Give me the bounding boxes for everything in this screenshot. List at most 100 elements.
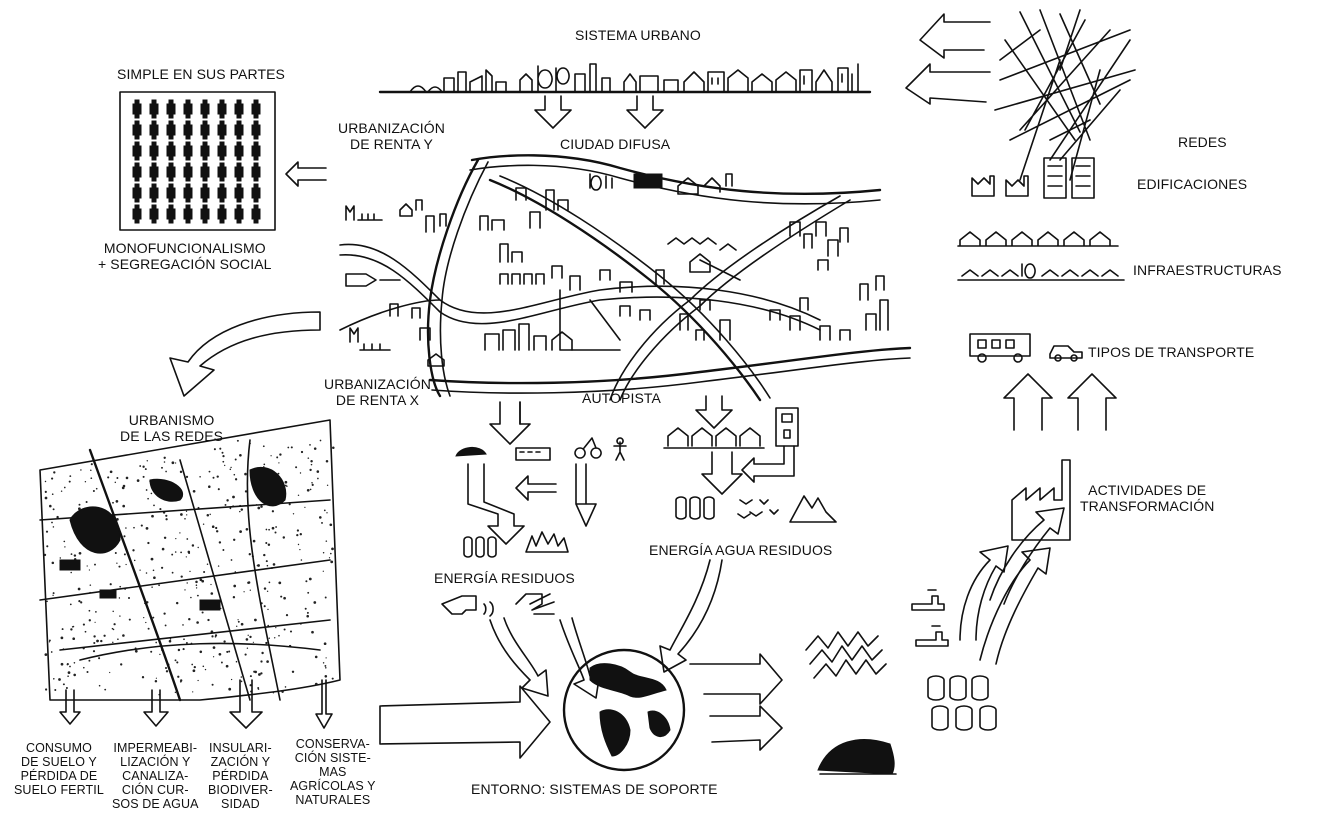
globe-icon [562,648,686,772]
map-dot [199,650,203,654]
map-dot [142,465,145,468]
map-dot [72,637,76,641]
map-dot [262,445,265,448]
map-dot [77,587,81,591]
map-dot [211,525,215,528]
map-dot [145,489,148,491]
map-dot [195,580,198,584]
map-dot [240,680,243,683]
map-dot [142,475,145,478]
map-dot [266,660,269,663]
map-dot [82,623,85,626]
map-dot [300,559,303,561]
label-sistema-urbano: SISTEMA URBANO [575,27,701,43]
grid-figure [251,162,261,182]
grid-figure [200,162,210,182]
map-dot [234,478,238,481]
map-dot [151,586,153,588]
label-infraestructuras: INFRAESTRUCTURAS [1133,262,1282,278]
map-dot [239,530,242,533]
map-dot [284,686,287,688]
map-dot [89,584,92,586]
map-dot [222,455,225,458]
map-dot [254,618,257,622]
map-dot [152,569,155,572]
map-dot [119,585,122,588]
grid-figure [234,120,244,140]
map-dot [217,565,220,567]
map-dot [163,536,167,540]
map-dot [146,460,149,462]
map-dot [203,570,206,574]
map-dot [52,594,54,597]
left-arrow-grid [285,161,327,187]
map-dot [263,587,267,590]
map-dot [261,651,264,655]
map-dot [240,508,244,511]
map-dot [270,455,272,457]
map-dot [123,553,126,556]
curved-arrow-left [169,311,321,397]
map-dot [150,492,153,495]
map-dot [116,477,119,479]
map-dot [107,476,110,479]
map-dot [328,557,331,559]
map-dot [163,461,166,463]
grid-figure [183,99,193,119]
map-dot [120,663,123,666]
map-dot [80,601,83,604]
map-dot [260,672,263,675]
map-dot [233,538,236,541]
map-dot [51,561,55,565]
map-dot [144,468,147,471]
map-dot [65,686,68,690]
map-dot [49,504,52,508]
map-dot [275,526,278,528]
down-arrows-urbanism [59,679,333,729]
map-dot [72,625,75,628]
grid-figure [149,120,159,140]
map-dot [228,687,232,691]
map-dot [322,570,324,572]
map-dot [211,635,214,638]
map-dot [235,660,238,663]
map-dot [84,630,87,633]
mountain-icon [805,631,887,679]
map-dot [189,570,191,573]
map-dot [236,625,238,627]
map-dot [212,656,215,658]
map-dot [197,546,199,549]
arrows-to-globe [489,559,723,699]
buildings-icons [971,157,1095,199]
map-dot [210,583,212,586]
grid-figure [132,120,142,140]
map-dot [45,530,49,533]
map-dot [61,628,64,631]
map-dot [73,554,77,557]
label-tipos-transporte: TIPOS DE TRANSPORTE [1088,344,1255,360]
map-dot [263,553,266,557]
map-dot [278,634,280,637]
grid-figure [251,204,261,224]
map-dot [284,480,288,484]
map-dot [313,601,317,604]
map-dot [145,572,148,574]
map-dot [191,663,194,666]
map-dot [245,638,249,641]
map-dot [117,638,119,640]
map-dot [66,664,69,666]
map-dot [212,646,216,649]
map-dot [263,463,266,466]
map-dot [316,470,320,473]
map-dot [239,453,242,457]
map-dot [122,504,126,508]
map-dot [237,619,239,621]
map-dot [90,477,93,480]
map-dot [44,496,48,500]
map-dot [201,611,204,614]
map-dot [274,531,277,534]
map-dot [90,463,93,466]
map-dot [62,683,65,686]
map-dot [93,641,96,645]
